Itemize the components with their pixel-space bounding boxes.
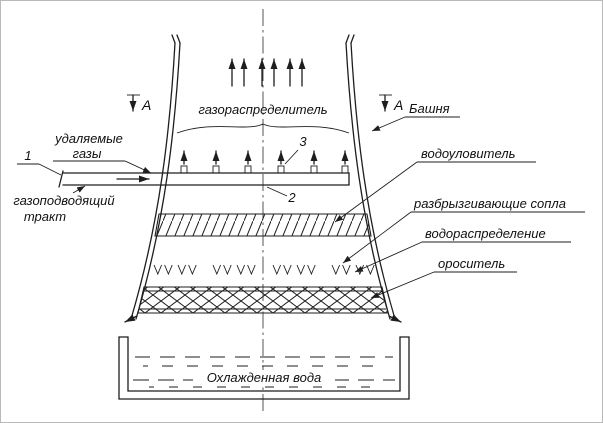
callout-3: 3 bbox=[284, 134, 307, 165]
distributor-nozzles bbox=[180, 150, 349, 174]
nozzle bbox=[277, 165, 285, 174]
nozzle bbox=[212, 165, 220, 174]
spray-nozzle bbox=[236, 264, 256, 276]
gas-duct-and-distributor bbox=[58, 170, 350, 188]
gas-distributor-brace bbox=[176, 123, 350, 134]
water-distribution-leader bbox=[354, 241, 423, 273]
spray-nozzles-row bbox=[153, 264, 375, 276]
spray-nozzles-label: разбрызгивающие сопла bbox=[413, 196, 566, 211]
callout-2-label: 2 bbox=[287, 190, 296, 205]
spray-nozzles-callout: разбрызгивающие сопла bbox=[342, 196, 585, 264]
water-distribution-label: водораспределение bbox=[425, 226, 546, 241]
section-a-right-label: А bbox=[393, 97, 403, 113]
gas-duct-label-line2: тракт bbox=[24, 209, 66, 224]
cooled-water-label: Охлажденная вода bbox=[207, 370, 322, 385]
spray-nozzle bbox=[212, 264, 232, 276]
callout-1-label: 1 bbox=[24, 148, 31, 163]
spray-nozzles-leader bbox=[342, 211, 412, 264]
tower-top-flare-right bbox=[350, 34, 355, 44]
callout-1-leader bbox=[38, 163, 62, 176]
tower-top-flare-right-inner bbox=[345, 34, 350, 44]
callout-3-leader bbox=[284, 149, 299, 165]
gas-duct-callout: газоподводящий тракт bbox=[13, 185, 115, 224]
drift-eliminator-hatch bbox=[154, 213, 372, 237]
cooled-water-label-bg bbox=[193, 370, 335, 385]
fill-pack-label: ороситель bbox=[438, 256, 505, 271]
gas-duct-leader bbox=[72, 185, 86, 194]
removed-gases-leader bbox=[124, 160, 152, 174]
tower-foot-arrow-right bbox=[388, 314, 402, 323]
removed-gases-label-line2: газы bbox=[73, 146, 102, 161]
nozzle bbox=[341, 165, 349, 174]
tower-top-flare-left bbox=[171, 34, 176, 44]
gas-duct-label-line1: газоподводящий bbox=[13, 193, 114, 208]
nozzle bbox=[244, 165, 252, 174]
tower-wall-left-inner bbox=[135, 42, 181, 320]
callout-2-leader bbox=[266, 186, 288, 197]
drift-eliminator-leader bbox=[334, 161, 418, 223]
nozzle bbox=[310, 165, 318, 174]
tower-label: Башня bbox=[409, 101, 450, 116]
tower-leader-line bbox=[371, 116, 406, 132]
tower-foot-arrow-left bbox=[124, 314, 138, 323]
basin-water: Охлажденная вода bbox=[133, 356, 395, 388]
tower-top-flare-left-inner bbox=[176, 34, 181, 44]
section-marker-left: А bbox=[127, 94, 151, 113]
tower-callout: Башня bbox=[371, 101, 460, 132]
tower-shell bbox=[124, 34, 402, 323]
gas-distributor-callout: газораспределитель bbox=[176, 102, 350, 134]
gas-distributor-label: газораспределитель bbox=[198, 102, 327, 117]
drift-eliminator-callout: водоуловитель bbox=[334, 146, 536, 223]
drift-eliminator-band bbox=[154, 213, 372, 237]
nozzle bbox=[180, 165, 188, 174]
gas-exit-arrows bbox=[228, 58, 306, 87]
callout-3-label: 3 bbox=[299, 134, 307, 149]
drift-eliminator-label: водоуловитель bbox=[421, 146, 516, 161]
spray-nozzle bbox=[177, 264, 197, 276]
water-basin bbox=[118, 336, 410, 400]
spray-nozzle bbox=[272, 264, 292, 276]
pipe-inlet-cut bbox=[58, 170, 64, 188]
section-a-left-label: А bbox=[141, 97, 151, 113]
callout-1: 1 bbox=[17, 148, 62, 176]
tower-wall-left-outer bbox=[130, 42, 176, 320]
spray-nozzle bbox=[296, 264, 316, 276]
water-distribution-callout: водораспределение bbox=[354, 226, 571, 273]
callout-2: 2 bbox=[266, 186, 296, 205]
fill-pack-callout: ороситель bbox=[370, 256, 517, 299]
section-marker-right: А bbox=[379, 94, 403, 113]
spray-nozzle bbox=[355, 264, 375, 276]
removed-gases-label-line1: удаляемые bbox=[54, 131, 123, 146]
tower-wall-right-outer bbox=[350, 42, 396, 320]
fill-pack-leader bbox=[370, 271, 435, 299]
fill-pack-band bbox=[137, 286, 389, 314]
spray-nozzle bbox=[153, 264, 173, 276]
tower-wall-right-inner bbox=[345, 42, 391, 320]
removed-gases-callout: удаляемые газы bbox=[53, 131, 152, 174]
spray-nozzle bbox=[331, 264, 351, 276]
